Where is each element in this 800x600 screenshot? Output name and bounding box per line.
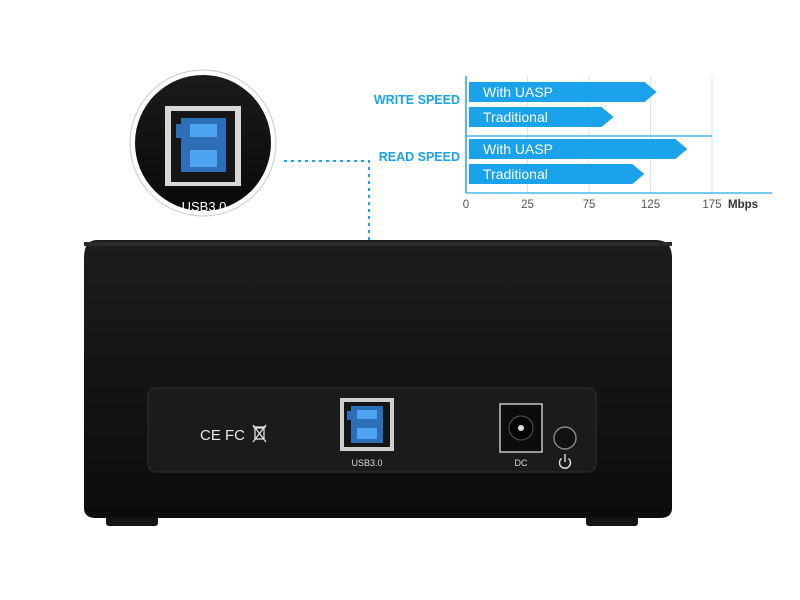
- port-contact-bottom: [190, 150, 217, 167]
- bar-label: With UASP: [483, 84, 553, 100]
- speed-bar: [469, 139, 688, 159]
- x-tick-label: 75: [583, 199, 596, 211]
- speed-bar: [469, 82, 657, 102]
- speed-bar: [469, 164, 645, 184]
- usb-contact-bottom: [357, 428, 377, 439]
- x-tick-label: 175: [702, 199, 721, 211]
- callout-dotted-line: [284, 160, 370, 364]
- chart-grid: WRITE SPEED READ SPEED: [374, 76, 772, 194]
- docking-station: CE FC USB3.0 DC: [84, 240, 672, 526]
- left-foot: [106, 516, 158, 526]
- dc-jack-icon[interactable]: [499, 403, 543, 453]
- dc-caption: DC: [515, 458, 528, 468]
- usb-b-port-icon-zoomed: [165, 106, 241, 186]
- bar-label: Traditional: [483, 166, 548, 182]
- weee-bin-icon: [252, 424, 267, 443]
- usb-b-port-icon[interactable]: [340, 398, 394, 451]
- dc-jack-pin: [518, 425, 524, 431]
- usb-contact-top: [357, 410, 377, 419]
- bar-label: With UASP: [483, 141, 553, 157]
- chart-tick-labels: 0 25 75 125 175: [463, 199, 722, 211]
- power-button-icon[interactable]: [553, 426, 577, 450]
- x-tick-label: 25: [521, 199, 534, 211]
- speed-chart: WRITE SPEED READ SPEED With UASP Tradition…: [374, 76, 772, 211]
- port-contact-top: [190, 124, 217, 137]
- x-tick-label: 0: [463, 199, 469, 211]
- right-foot: [586, 516, 638, 526]
- certification-marks: CE FC: [200, 427, 245, 444]
- device-top-edge: [84, 242, 672, 246]
- device-body: [84, 240, 672, 518]
- usb-port-caption: USB3.0: [351, 458, 382, 468]
- bar-label: Traditional: [483, 109, 548, 125]
- group-label: READ SPEED: [379, 150, 460, 164]
- power-symbol-icon: [558, 454, 572, 469]
- zoom-port-caption: USB3.0: [182, 199, 227, 214]
- x-axis-unit-label: Mbps: [728, 199, 758, 211]
- x-tick-label: 125: [641, 199, 660, 211]
- speed-bar: [469, 107, 614, 127]
- group-label: WRITE SPEED: [374, 93, 460, 107]
- port-zoom-callout: USB3.0: [129, 69, 277, 217]
